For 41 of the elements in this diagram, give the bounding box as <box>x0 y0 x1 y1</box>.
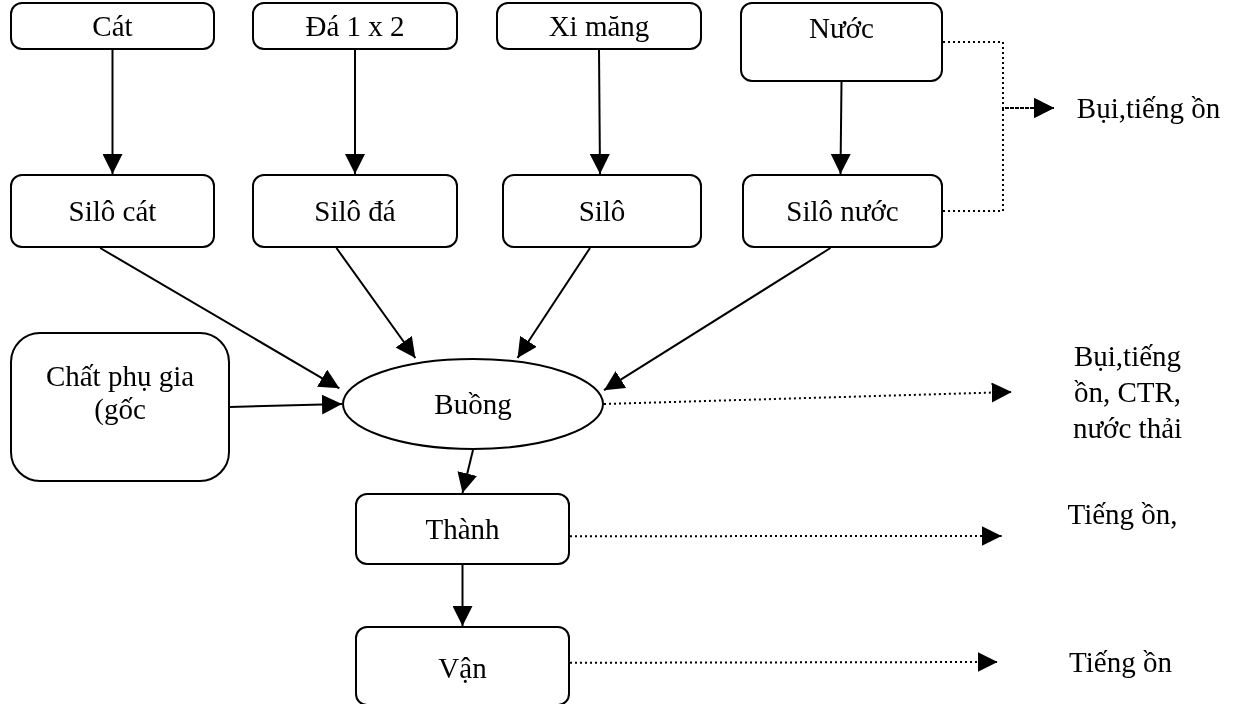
arrow <box>229 394 343 415</box>
node-label: Silô cát <box>68 194 157 228</box>
process-box <box>355 626 570 704</box>
process-box <box>740 2 943 82</box>
arrow <box>99 247 341 390</box>
arrow <box>942 98 1056 212</box>
arrow <box>589 49 610 175</box>
process-box <box>742 174 943 248</box>
arrow <box>335 247 417 359</box>
arrow <box>345 49 365 175</box>
process-box <box>10 332 230 482</box>
node-label: Silô đá <box>314 194 396 228</box>
arrow <box>102 49 123 175</box>
arrow <box>603 247 832 392</box>
arrow <box>457 449 477 494</box>
arrow <box>452 564 473 627</box>
emission-label: Tiếng ồn <box>1069 644 1172 680</box>
process-box <box>502 174 702 248</box>
arrow <box>830 81 851 175</box>
arrow <box>516 247 591 359</box>
node-label: Silô nước <box>786 194 899 228</box>
node-label: Silô <box>578 194 626 228</box>
arrow <box>569 652 999 673</box>
process-box <box>10 174 215 248</box>
process-box <box>496 2 702 50</box>
emission-label: Bụi,tiếng ồn <box>1076 90 1221 126</box>
process-box <box>252 2 458 50</box>
emission-label: Tiếng ồn, <box>1067 496 1178 532</box>
process-box <box>252 174 458 248</box>
node-label: Nước <box>809 12 874 45</box>
arrow <box>569 526 1003 546</box>
process-box <box>355 493 570 565</box>
process-box <box>10 2 215 50</box>
node-label: Cát <box>92 9 133 43</box>
node-label: Buồng <box>434 387 512 421</box>
node-label: Xi măng <box>548 9 650 43</box>
emission-label: Bụi,tiếng ồn, CTR, nước thải <box>1071 338 1184 447</box>
node-label: Thành <box>425 512 500 546</box>
node-label: Chất phụ gia (gốc <box>44 360 196 426</box>
node-label: Đá 1 x 2 <box>305 9 405 43</box>
node-label: Vận <box>438 652 487 685</box>
